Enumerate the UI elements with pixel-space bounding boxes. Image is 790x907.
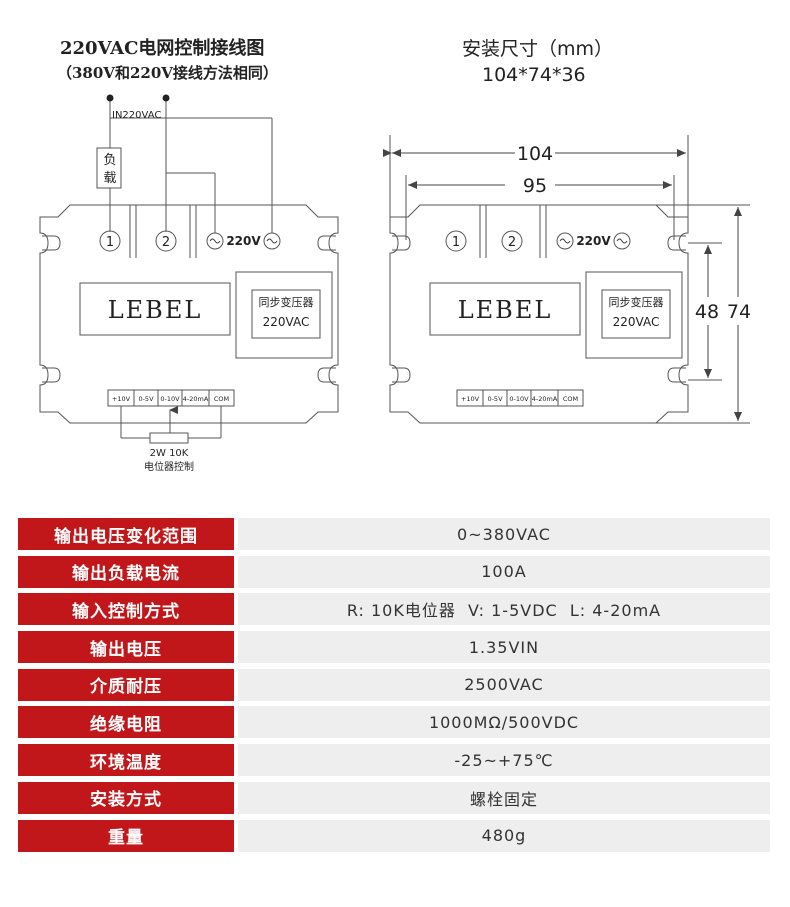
wiring-subtitle: （380V和220V接线方法相同） <box>57 64 278 82</box>
spec-table: 输出电压变化范围 0~380VAC 输出负载电流 100A 输入控制方式 R: … <box>18 518 770 857</box>
spec-label: 介质耐压 <box>18 668 234 701</box>
ctrl-label: COM <box>214 395 229 403</box>
wiring-diagram <box>39 98 339 444</box>
ctrl-label: 4-20mA <box>183 395 209 403</box>
spec-label: 输入控制方式 <box>18 593 234 626</box>
diagrams-svg: IN220VAC 负 载 1 2 220V LEBEL 同步变压器 220VAC… <box>39 94 751 473</box>
spec-value: 0~380VAC <box>238 518 770 550</box>
brand-box <box>79 282 231 336</box>
dimensions-title: 安装尺寸（mm） <box>462 38 614 60</box>
ctrl-label-dim: 0-10V <box>509 395 529 403</box>
ctrl-label-dim: COM <box>563 395 578 403</box>
ctrl-label: 0-5V <box>138 395 154 403</box>
spec-label: 绝缘电阻 <box>18 706 234 739</box>
ctrl-label-dim: +10V <box>461 395 480 403</box>
ac-label-dim: 220V <box>576 234 611 248</box>
load-label-1: 负 <box>103 153 116 168</box>
pot-label-2: 电位器控制 <box>144 460 194 473</box>
transformer-line1-dim: 同步变压器 <box>609 295 664 309</box>
spec-row: 绝缘电阻 1000MΩ/500VDC <box>18 706 770 739</box>
brand-label-dim: LEBEL <box>458 296 553 324</box>
height-inner-label: 48 <box>695 301 719 323</box>
pot-label-1: 2W 10K <box>150 448 189 459</box>
transformer-line2: 220VAC <box>263 315 310 329</box>
terminal-1-label: 1 <box>106 235 114 250</box>
control-labels-right: +10V 0-5V 0-10V 4-20mA COM <box>461 395 578 403</box>
spec-label: 环境温度 <box>18 744 234 777</box>
spec-value: 1.35VIN <box>238 631 770 664</box>
spec-row: 输入控制方式 R: 10K电位器 V: 1-5VDC L: 4-20mA <box>18 593 770 626</box>
spec-value: R: 10K电位器 V: 1-5VDC L: 4-20mA <box>238 593 770 626</box>
ctrl-label: 0-10V <box>160 395 180 403</box>
transformer-line2-dim: 220VAC <box>613 315 660 329</box>
terminal-1-label-dim: 1 <box>452 235 460 250</box>
spec-row: 介质耐压 2500VAC <box>18 668 770 701</box>
spec-value: 480g <box>238 819 770 852</box>
wiring-texts: IN220VAC 负 载 1 2 220V LEBEL 同步变压器 220VAC… <box>103 110 313 473</box>
wiring-title: 220VAC电网控制接线图 <box>60 38 265 59</box>
transformer-box <box>251 289 321 339</box>
spec-value: 100A <box>238 555 770 588</box>
potentiometer <box>149 432 189 444</box>
dimensions-size: 104*74*36 <box>482 64 586 86</box>
load-label-2: 载 <box>103 171 116 186</box>
dimension-arrowheads <box>392 149 742 421</box>
spec-row: 环境温度 -25~+75℃ <box>18 744 770 777</box>
spec-value: 2500VAC <box>238 668 770 701</box>
spec-value: 1000MΩ/500VDC <box>238 706 770 739</box>
width-inner-label: 95 <box>523 175 547 197</box>
spec-row: 安装方式 螺栓固定 <box>18 781 770 814</box>
brand-label: LEBEL <box>108 296 203 324</box>
width-outer-label: 104 <box>517 143 553 165</box>
terminal-2-label: 2 <box>162 235 170 250</box>
spec-value: -25~+75℃ <box>238 744 770 777</box>
ac-label: 220V <box>226 234 261 248</box>
terminal-2-label-dim: 2 <box>508 235 516 250</box>
spec-value: 螺栓固定 <box>238 781 770 814</box>
spec-row: 输出电压 1.35VIN <box>18 631 770 664</box>
wiring-dots <box>106 94 170 102</box>
input-label: IN220VAC <box>112 110 161 121</box>
spec-label: 重量 <box>18 819 234 852</box>
module-body <box>39 204 339 424</box>
dimension-diagram <box>383 135 750 424</box>
transformer-line1: 同步变压器 <box>259 295 314 309</box>
spec-row: 输出负载电流 100A <box>18 555 770 588</box>
ctrl-label-dim: 4-20mA <box>532 395 558 403</box>
spec-label: 输出负载电流 <box>18 555 234 588</box>
spec-label: 输出电压变化范围 <box>18 518 234 550</box>
height-outer-label: 74 <box>727 301 751 323</box>
spec-label: 安装方式 <box>18 781 234 814</box>
ctrl-label-dim: 0-5V <box>487 395 503 403</box>
control-labels-left: +10V 0-5V 0-10V 4-20mA COM <box>112 395 229 403</box>
spec-row: 输出电压变化范围 0~380VAC <box>18 518 770 550</box>
dimension-texts: 104 95 48 74 1 2 220V LEBEL 同步变压器 220VAC… <box>452 143 751 403</box>
ctrl-label: +10V <box>112 395 131 403</box>
spec-label: 输出电压 <box>18 631 234 664</box>
spec-row: 重量 480g <box>18 819 770 852</box>
load-box <box>96 147 122 189</box>
